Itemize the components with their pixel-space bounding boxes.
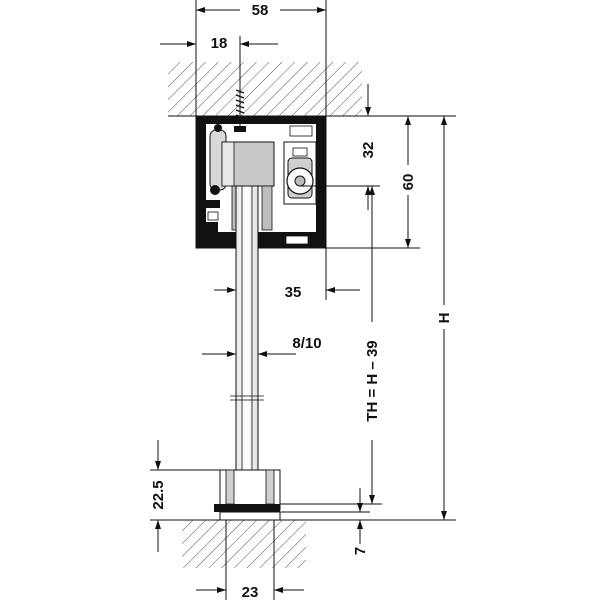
dim-35-label: 35 (285, 284, 302, 301)
dim-th-label: TH = H – 39 (364, 340, 381, 421)
dim-18-label: 18 (211, 35, 228, 52)
dim-h-label: H (436, 313, 453, 324)
dim-22-5: 22.5 (148, 440, 222, 552)
dim-58: 58 (195, 0, 327, 116)
dim-8-10: 8/10 (202, 335, 322, 357)
ceiling (168, 62, 362, 117)
dim-7: 7 (280, 488, 370, 555)
dim-22-5-label: 22.5 (150, 480, 167, 509)
dim-32-label: 32 (360, 142, 377, 159)
dim-32: 32 (300, 84, 420, 210)
dim-23: 23 (196, 520, 304, 600)
floor-guide (214, 469, 281, 521)
dim-8-10-label: 8/10 (292, 335, 321, 352)
dim-60: 60 (326, 116, 420, 249)
dim-58-label: 58 (252, 2, 269, 19)
dim-7-label: 7 (352, 547, 369, 555)
dim-th: TH = H – 39 (280, 186, 384, 505)
dim-35: 35 (214, 248, 360, 301)
floor (150, 519, 448, 568)
dim-h: H (420, 115, 456, 521)
adjusting-screw-icon (234, 84, 246, 132)
dim-60-label: 60 (400, 174, 417, 191)
roller-wheel-icon (283, 141, 317, 205)
dim-23-label: 23 (242, 584, 259, 600)
dim-18: 18 (160, 35, 278, 84)
